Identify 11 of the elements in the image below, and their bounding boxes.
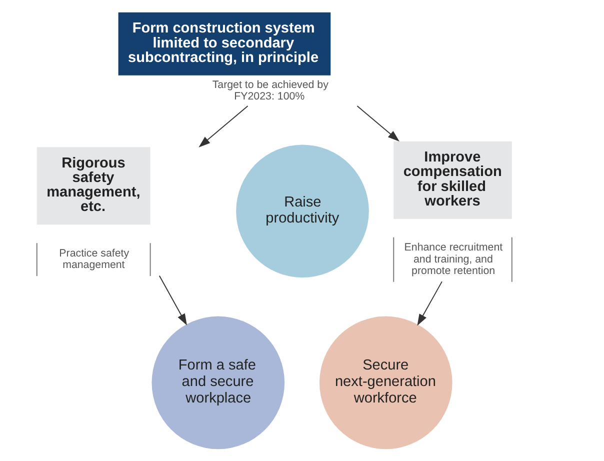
node-label: Practice safety management [58,247,129,272]
node-label: Target to be achieved by FY2023: 100% [212,78,328,102]
node-label: Enhance recruitment and training, and promote retention [404,242,502,277]
arrow [158,275,186,326]
node-circle: Form a safe and secure workplace [151,316,284,450]
arrow [416,281,442,326]
node-box: Form construction system limited to secondary subcontracting, in principle [118,12,330,76]
arrow [198,106,248,148]
node-circle: Raise productivity [236,144,368,278]
arrow [356,106,399,142]
node-circle: Secure next-generation workforce [318,316,452,450]
